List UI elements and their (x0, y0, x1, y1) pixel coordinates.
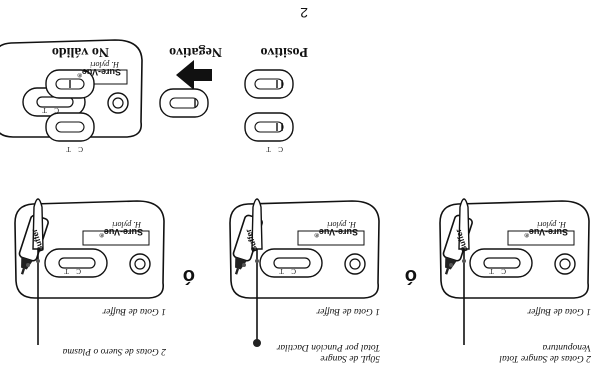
negative-window (159, 88, 209, 118)
step-caption-venous: 2 Gotas de Sangre Total Venopuntura (499, 342, 591, 363)
brand-subtitle-4: H. pylori (90, 60, 119, 69)
ct-label-4: C T (39, 106, 59, 114)
invalid-window-1 (45, 112, 95, 142)
brand-subtitle-3: H. pylori (112, 220, 141, 229)
or-label-2: ó (182, 265, 195, 287)
step-caption-serum: 2 Gotas de Suero o Plasma (62, 346, 166, 356)
result-negative: Negativo (169, 44, 222, 59)
step-caption-buffer-3: 1 Gota de Buffer (102, 306, 166, 316)
brand-subtitle-1: H. pylori (537, 220, 566, 229)
ct-label-1: C T (486, 267, 506, 275)
or-label-1: ó (404, 265, 417, 287)
step-caption-buffer-1: 1 Gota de Buffer (527, 306, 591, 316)
step-caption-finger: 50μL de Sangre Total por Punción Dactila… (276, 342, 380, 363)
result-invalid: No válido (51, 44, 109, 59)
ct-label-2: C T (276, 267, 296, 275)
ct-label-3: C T (61, 267, 81, 275)
arrow-icon (176, 60, 212, 90)
ct-label-inv: C T (63, 145, 83, 153)
positive-window-2 (244, 69, 294, 99)
page-number: 2 (300, 5, 308, 21)
positive-window-1 (244, 112, 294, 142)
step-caption-buffer-2: 1 Gota de Buffer (316, 306, 380, 316)
ct-label-pos: C T (263, 145, 283, 153)
brand-subtitle-2: H. pylori (327, 220, 356, 229)
result-positive: Positivo (260, 44, 308, 59)
